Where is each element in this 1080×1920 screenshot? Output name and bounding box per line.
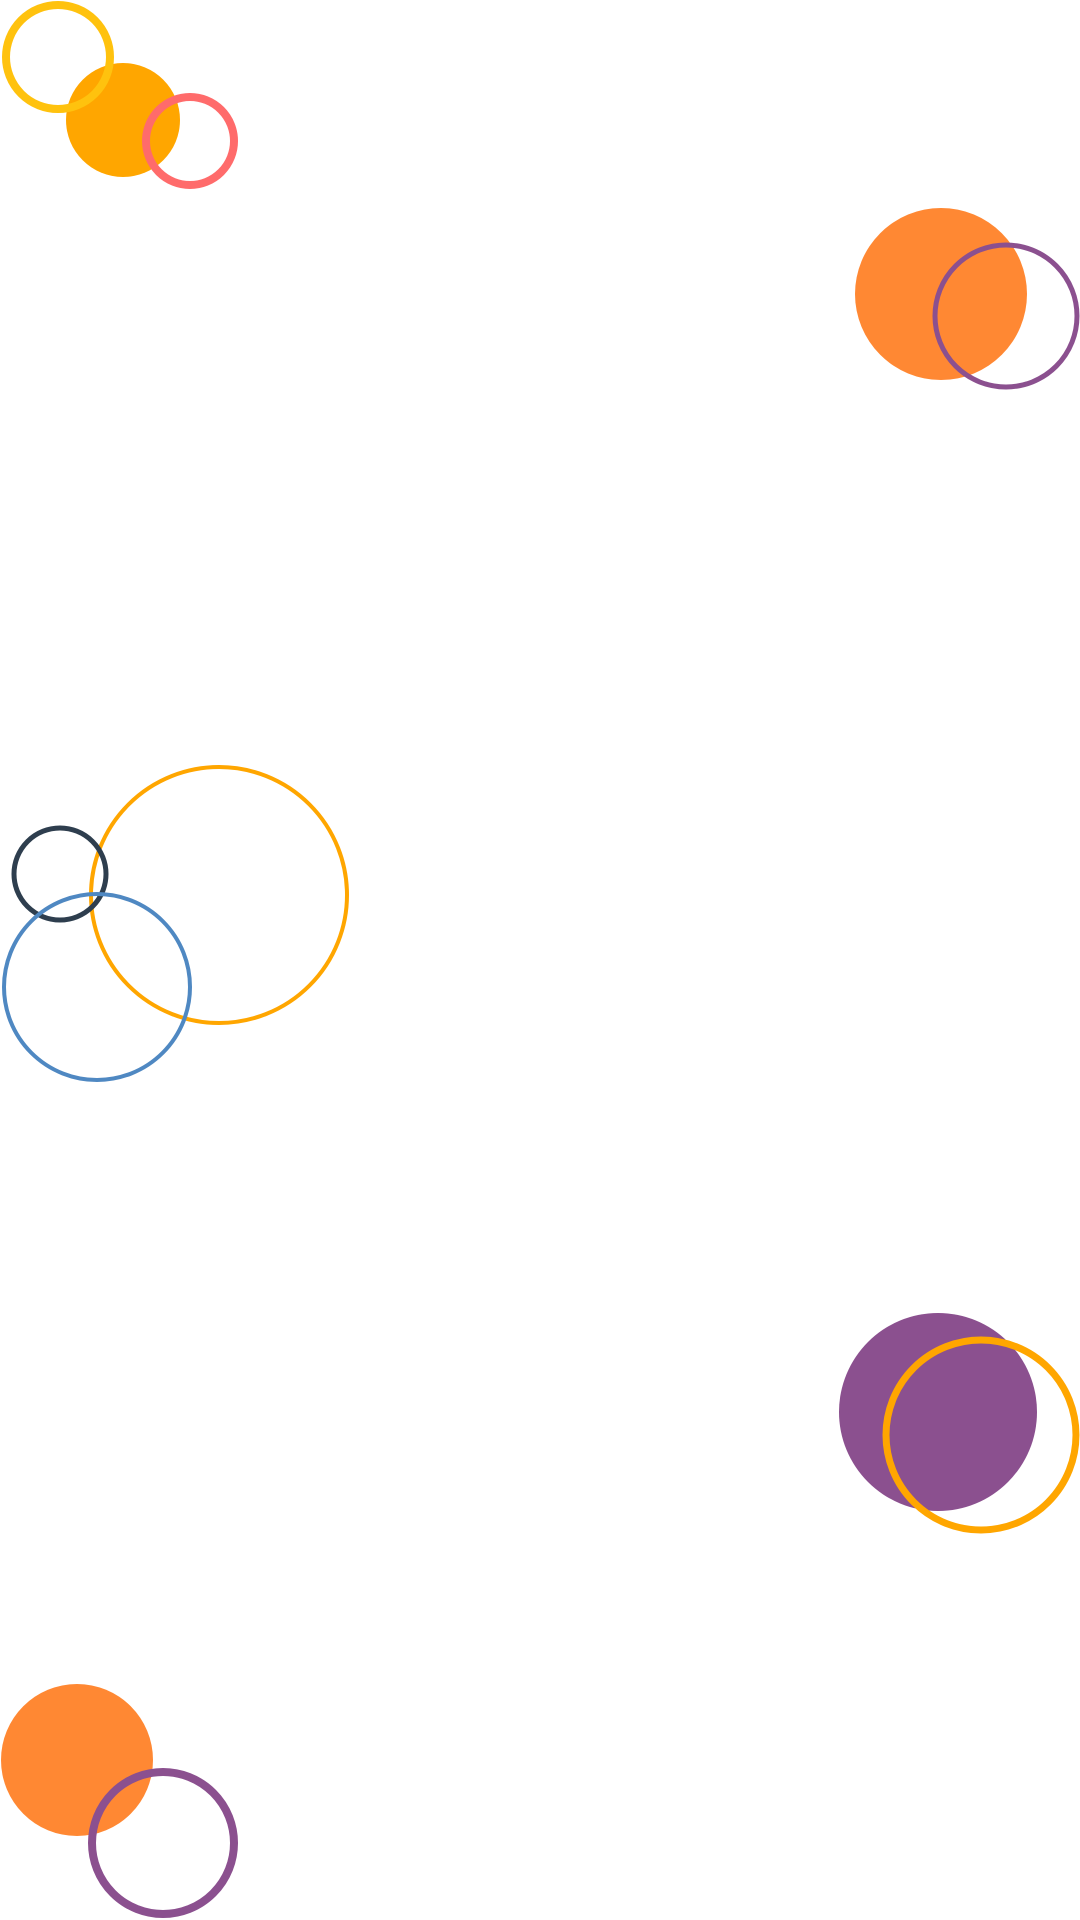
yellow-ring: [2, 1, 114, 113]
lower-right-circle-cluster: [839, 1313, 1080, 1534]
orange-disc: [855, 208, 1027, 380]
purple-ring: [932, 242, 1080, 390]
slate-ring: [11, 825, 109, 923]
orange-disc: [1, 1684, 153, 1836]
top-left-circle-cluster: [2, 1, 238, 189]
top-right-circle-cluster: [855, 208, 1080, 390]
amber-disc: [66, 63, 180, 177]
purple-ring: [88, 1768, 238, 1918]
amber-ring-large: [89, 765, 349, 1025]
steel-blue-ring: [2, 892, 192, 1082]
bottom-left-circle-cluster: [1, 1684, 238, 1918]
coral-ring: [142, 93, 238, 189]
middle-left-circle-cluster: [2, 765, 349, 1082]
amber-ring: [882, 1336, 1080, 1534]
